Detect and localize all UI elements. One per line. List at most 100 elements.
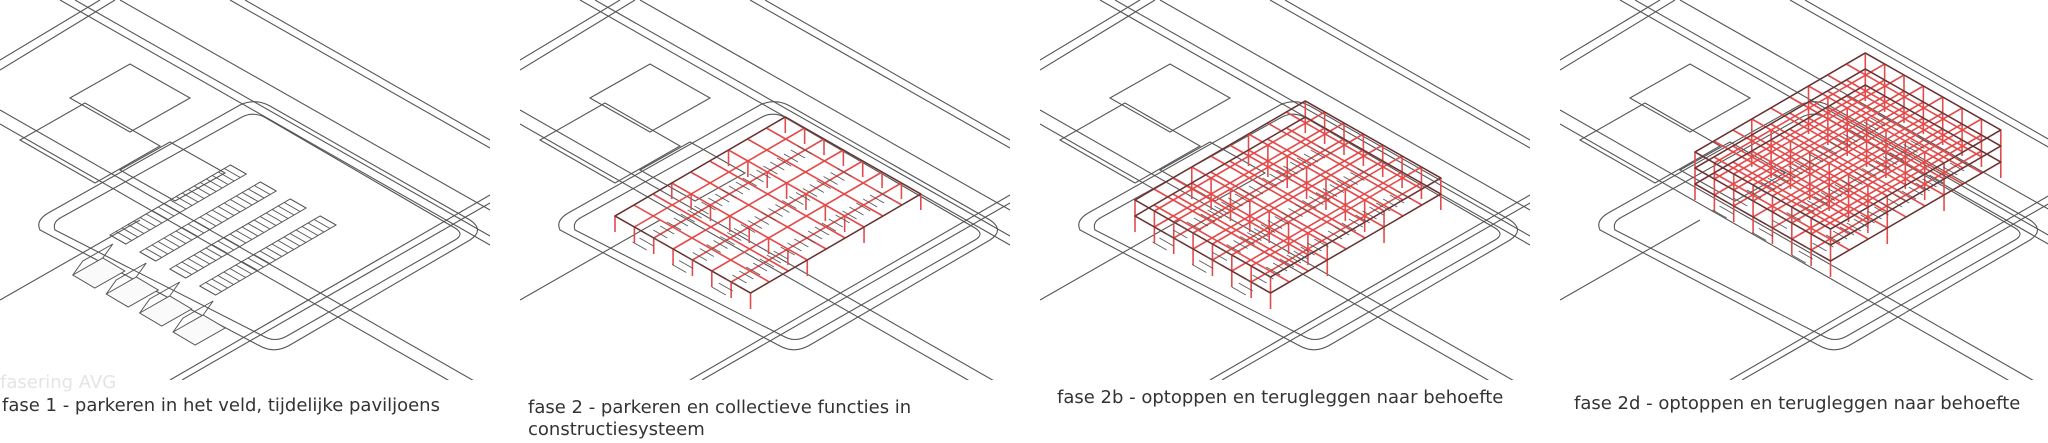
construction-frame bbox=[1694, 52, 2002, 277]
beam bbox=[1173, 138, 1345, 239]
parking-stall bbox=[1173, 229, 1188, 239]
parking-stall bbox=[659, 225, 675, 235]
road-line bbox=[594, 0, 1010, 237]
parking-stall bbox=[1949, 162, 1965, 172]
parking-stall bbox=[1295, 204, 1310, 213]
parking-stall bbox=[1767, 177, 1782, 187]
parking-stall bbox=[235, 195, 253, 206]
road-line bbox=[520, 219, 661, 301]
parking-stall bbox=[790, 149, 806, 159]
parking-stall bbox=[1315, 192, 1331, 201]
road-line bbox=[1040, 0, 1156, 71]
parking-stall bbox=[718, 282, 733, 292]
parking-stall bbox=[1207, 209, 1222, 219]
parking-stall bbox=[218, 171, 235, 182]
parking-stall bbox=[1863, 121, 1879, 131]
parking-stall bbox=[1376, 202, 1391, 212]
road-line bbox=[1284, 0, 1530, 141]
road-line bbox=[689, 194, 1010, 380]
parking-stall bbox=[1159, 237, 1174, 247]
parking-stall bbox=[1231, 286, 1247, 296]
parking-stall bbox=[1862, 168, 1877, 177]
parking-stall bbox=[672, 264, 687, 273]
floor-slabs bbox=[1133, 100, 1443, 294]
beam bbox=[1172, 177, 1309, 256]
road-line bbox=[1789, 0, 2048, 148]
phase-2b-caption: fase 2b - optoppen en terugleggen naar b… bbox=[1057, 387, 1504, 408]
road-line bbox=[1040, 109, 1514, 380]
parking-stall bbox=[876, 190, 892, 200]
parking-stall bbox=[862, 198, 878, 208]
parking-stall bbox=[1200, 213, 1216, 223]
parking-stall bbox=[763, 165, 778, 175]
parking-stall bbox=[1228, 197, 1243, 207]
parking-stall bbox=[794, 238, 809, 248]
parking-stall bbox=[666, 221, 682, 231]
phase-2d-panel: fase 2d - optoppen en terugleggen naar b… bbox=[1560, 0, 2048, 443]
floor-slab-edge bbox=[1693, 84, 2003, 262]
parking-stall bbox=[181, 227, 199, 237]
parking-stall bbox=[1798, 250, 1813, 260]
parcel-inner-outline bbox=[53, 113, 461, 341]
parking-stall bbox=[759, 258, 775, 268]
parking-stall bbox=[685, 256, 701, 265]
floor-slab-edge bbox=[1693, 52, 2003, 230]
phase-1-panel: fase 1 - parkeren in het veld, tijdelijk… bbox=[0, 0, 490, 443]
parking-stall bbox=[187, 258, 204, 268]
beam bbox=[1751, 118, 1888, 197]
beam bbox=[1713, 79, 1886, 180]
parking-stall bbox=[699, 248, 714, 257]
parking-stall bbox=[1226, 244, 1241, 253]
floor-slabs bbox=[613, 116, 923, 294]
parking-stall bbox=[157, 241, 175, 251]
parking-stall bbox=[1255, 181, 1271, 191]
parking-stall bbox=[807, 230, 823, 240]
road-line bbox=[0, 0, 116, 71]
parking-stall bbox=[1288, 208, 1303, 217]
parking-stall bbox=[725, 278, 740, 288]
beam bbox=[672, 149, 844, 250]
parking-stall bbox=[756, 169, 771, 179]
parking-stall bbox=[1293, 250, 1308, 260]
parking-stall bbox=[1739, 193, 1755, 203]
parking-stall bbox=[814, 226, 830, 236]
parking-stall bbox=[259, 250, 277, 261]
road-line bbox=[764, 0, 1010, 141]
parking-stall bbox=[1917, 136, 1932, 145]
parking-stall bbox=[1910, 140, 1925, 149]
beam bbox=[671, 182, 808, 261]
beam bbox=[747, 138, 884, 217]
parking-stall bbox=[1896, 148, 1911, 157]
road-line bbox=[1159, 0, 1530, 211]
parking-stall bbox=[1336, 180, 1351, 189]
frame-parking bbox=[1152, 145, 1412, 296]
parking-stall bbox=[752, 262, 768, 272]
parking-stall bbox=[241, 261, 258, 271]
beam bbox=[1192, 149, 1364, 250]
road-line bbox=[520, 0, 621, 61]
parking-stall bbox=[229, 199, 247, 209]
road-line bbox=[74, 0, 490, 237]
parking-stall bbox=[1310, 149, 1326, 159]
parking-stall bbox=[1247, 232, 1262, 241]
parking-stall bbox=[1836, 137, 1851, 147]
parking-stall bbox=[1262, 177, 1277, 187]
parking-stall bbox=[727, 232, 742, 241]
beam bbox=[633, 127, 806, 228]
parcel-outline bbox=[1078, 101, 1519, 351]
parking-stall bbox=[205, 282, 222, 292]
beam bbox=[1752, 101, 1924, 202]
phase-2-panel: fase 2 - parkeren en collectieve functie… bbox=[520, 0, 1010, 443]
parking-stall bbox=[1855, 172, 1870, 181]
road-line bbox=[520, 109, 994, 380]
road-line bbox=[701, 202, 1010, 380]
parking-stall bbox=[1791, 254, 1807, 264]
parking-stall bbox=[313, 219, 331, 229]
parking-stall bbox=[224, 168, 241, 178]
parking-stall bbox=[1233, 240, 1248, 249]
road-line bbox=[639, 0, 1010, 211]
parking-stall bbox=[1329, 184, 1345, 193]
parking-stall bbox=[1860, 214, 1875, 224]
road-line bbox=[1221, 202, 1530, 380]
phase-1-caption: fase 1 - parkeren in het veld, tijdelijk… bbox=[2, 395, 440, 416]
